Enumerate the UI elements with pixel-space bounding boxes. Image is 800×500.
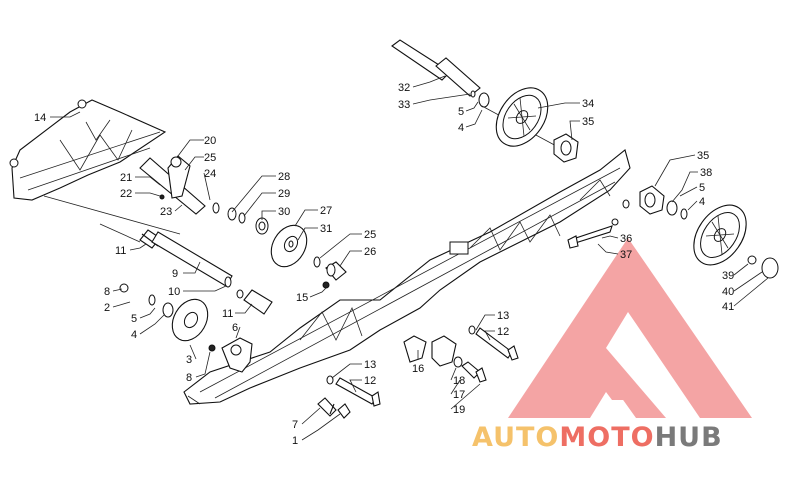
wheel-34 [495, 87, 549, 147]
callout-13b: 13 [364, 359, 376, 371]
callout-4: 4 [131, 329, 137, 341]
svg-text:AUTOMOTOHUB: AUTOMOTOHUB [472, 422, 723, 453]
callout-7: 7 [292, 419, 298, 431]
callout-4b: 4 [458, 122, 464, 134]
hub-35-top [553, 133, 579, 163]
callout-16: 16 [412, 363, 424, 375]
callout-26: 26 [364, 246, 376, 258]
callout-22: 22 [120, 188, 132, 200]
wheel-27 [270, 224, 308, 268]
callout-12: 12 [497, 326, 509, 338]
callout-5c: 5 [699, 182, 705, 194]
callout-15: 15 [296, 292, 308, 304]
callout-17: 17 [453, 389, 465, 401]
callout-20: 20 [204, 135, 216, 147]
callout-23: 23 [160, 206, 172, 218]
callout-40: 40 [722, 286, 734, 298]
callout-6: 6 [232, 322, 238, 334]
callout-33: 33 [398, 99, 410, 111]
callout-8b: 8 [186, 372, 192, 384]
wheel-3 [119, 283, 216, 352]
arm-6 [221, 337, 253, 373]
bolts-lower-left [317, 397, 351, 419]
washer-stack-upper [212, 202, 269, 235]
callout-39: 39 [722, 270, 734, 282]
callout-2: 2 [104, 302, 110, 314]
callout-8: 8 [104, 286, 110, 298]
leader-lines [50, 75, 769, 441]
callout-29: 29 [278, 188, 290, 200]
bracket-16 [403, 335, 487, 383]
callout-18: 18 [453, 375, 465, 387]
callout-35b: 35 [697, 150, 709, 162]
callout-28: 28 [278, 171, 290, 183]
hub-35-right [622, 185, 688, 220]
tubes [99, 223, 273, 315]
callout-1: 1 [292, 435, 298, 447]
watermark-logo [508, 238, 752, 418]
callout-11: 11 [115, 245, 126, 257]
callout-35: 35 [582, 116, 594, 128]
callout-19: 19 [453, 404, 465, 416]
watermark-auto: AUTO [472, 422, 559, 453]
left-rail [9, 99, 181, 235]
callout-4c: 4 [699, 196, 705, 208]
bolts-mid [326, 375, 381, 407]
callout-31: 31 [320, 223, 332, 235]
main-rail [183, 149, 631, 405]
callout-5b: 5 [458, 106, 464, 118]
callout-13: 13 [497, 310, 509, 322]
watermark-triangle-inner [560, 350, 640, 418]
bolt-36 [567, 218, 619, 249]
callout-38: 38 [700, 167, 712, 179]
watermark-triangle-outer [508, 238, 752, 418]
callout-37: 37 [620, 249, 632, 261]
callout-27: 27 [320, 205, 332, 217]
callout-labels: 14 20 25 24 21 22 23 28 29 30 27 31 25 2… [34, 82, 734, 447]
callout-9: 9 [172, 268, 178, 280]
callout-21: 21 [120, 172, 132, 184]
callout-14: 14 [34, 112, 46, 124]
callout-5: 5 [131, 313, 137, 325]
callout-10: 10 [168, 286, 180, 298]
wheel-39 [693, 204, 779, 279]
callout-34: 34 [582, 98, 594, 110]
callout-30: 30 [278, 206, 290, 218]
callout-36: 36 [620, 233, 632, 245]
callout-12b: 12 [364, 375, 376, 387]
callout-25b: 25 [364, 229, 376, 241]
callout-41: 41 [722, 301, 734, 313]
callout-25: 25 [204, 152, 216, 164]
callout-24: 24 [204, 168, 216, 180]
callout-11b: 11 [222, 308, 233, 320]
watermark-wordmark: AUTOMOTOHUB [472, 422, 723, 453]
watermark-hub: HUB [655, 422, 723, 453]
bolt-12-right [468, 325, 519, 361]
watermark-moto: MOTO [559, 422, 654, 453]
callout-32: 32 [398, 82, 410, 94]
shaft-32 [391, 39, 561, 149]
spacer-26 [313, 256, 347, 289]
shaft-20 [139, 155, 206, 215]
callout-3: 3 [186, 354, 192, 366]
